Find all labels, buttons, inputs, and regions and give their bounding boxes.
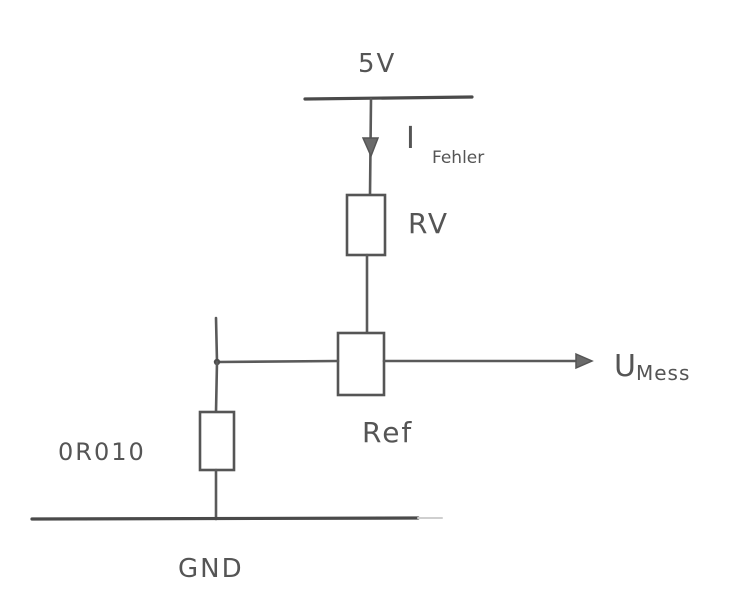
shunt-label: 0R010	[58, 438, 146, 466]
wire-left-stub	[214, 316, 219, 364]
output-label-subscript: Mess	[636, 361, 690, 385]
current-arrow-icon	[361, 137, 380, 158]
ground-label: GND	[178, 554, 244, 584]
current-label: I	[406, 121, 415, 156]
ground-rail	[30, 516, 420, 521]
resistor-ref	[336, 331, 386, 397]
supply-label: 5V	[358, 49, 396, 79]
output-arrow-icon	[575, 352, 594, 370]
current-label-subscript: Fehler	[432, 148, 484, 168]
resistor-shunt	[198, 410, 236, 472]
resistor-rv	[345, 193, 387, 257]
ref-label: Ref	[362, 416, 413, 449]
wire-node-to-ref	[215, 359, 340, 364]
rv-label: RV	[408, 207, 449, 240]
supply-rail	[303, 95, 474, 101]
output-label: U	[614, 349, 636, 384]
wire-node-to-shunt	[214, 360, 219, 414]
